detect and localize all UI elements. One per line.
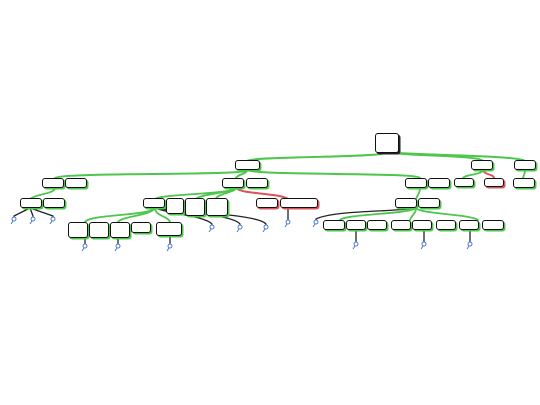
- subtopic-node[interactable]: [43, 198, 65, 208]
- pin-icon: [29, 216, 36, 225]
- green-connector: [154, 207, 171, 223]
- green-connector: [117, 207, 156, 223]
- leaf-node[interactable]: [482, 220, 504, 230]
- green-connector: [462, 169, 484, 179]
- branch-node[interactable]: [471, 160, 493, 170]
- leaf-node[interactable]: [367, 220, 387, 230]
- topic-node[interactable]: [428, 178, 450, 188]
- subtopic-node[interactable]: [143, 198, 165, 208]
- green-connector: [339, 207, 417, 221]
- pin-icon: [81, 243, 88, 252]
- pin-icon: [284, 219, 291, 228]
- topic-node[interactable]: [454, 178, 474, 187]
- topic-node[interactable]: [484, 178, 504, 187]
- pin-icon: [466, 241, 473, 250]
- connector-lines: [13, 151, 526, 244]
- topic-node[interactable]: [65, 178, 87, 188]
- leaf-node[interactable]: [412, 220, 432, 230]
- black-connector: [13, 207, 31, 217]
- green-connector: [29, 187, 56, 200]
- pin-icon: [114, 243, 121, 252]
- green-connector: [215, 187, 237, 200]
- green-connector: [415, 207, 479, 221]
- pin-icon: [10, 216, 17, 225]
- subtopic-node[interactable]: [418, 198, 440, 208]
- topic-node[interactable]: [222, 178, 244, 188]
- leaf-node[interactable]: [68, 222, 88, 238]
- pin-icon: [312, 219, 319, 228]
- leaf-node[interactable]: [89, 222, 109, 238]
- leaf-node[interactable]: [346, 220, 366, 230]
- pin-icon: [352, 241, 359, 250]
- green-connector: [246, 151, 388, 162]
- pin-icon: [166, 243, 173, 252]
- red-connector: [482, 169, 495, 179]
- subtopic-node[interactable]: [185, 198, 205, 216]
- topic-node[interactable]: [42, 178, 64, 188]
- pin-icon: [208, 224, 215, 233]
- leaf-node[interactable]: [131, 222, 151, 233]
- subtopic-node[interactable]: [20, 198, 42, 208]
- black-connector: [29, 207, 54, 217]
- subtopic-node[interactable]: [256, 198, 278, 208]
- green-connector: [522, 169, 526, 179]
- branch-node[interactable]: [235, 160, 260, 170]
- green-connector: [54, 169, 248, 179]
- leaf-node[interactable]: [156, 222, 182, 236]
- leaf-node[interactable]: [436, 220, 456, 230]
- green-connector: [415, 187, 421, 200]
- leaf-node[interactable]: [323, 220, 345, 230]
- pin-icon: [420, 241, 427, 250]
- pin-icon: [236, 224, 243, 233]
- subtopic-node[interactable]: [206, 198, 228, 216]
- leaf-node[interactable]: [391, 220, 411, 230]
- branch-node[interactable]: [514, 160, 536, 170]
- leaf-node[interactable]: [110, 222, 130, 238]
- green-connector: [246, 169, 421, 179]
- leaf-node[interactable]: [459, 220, 479, 230]
- topic-node[interactable]: [405, 178, 427, 188]
- root-node[interactable]: [375, 133, 399, 153]
- topic-node[interactable]: [246, 178, 268, 188]
- subtopic-node[interactable]: [280, 198, 318, 208]
- pin-icon: [49, 216, 56, 225]
- pin-markers: [10, 216, 473, 252]
- topic-node[interactable]: [513, 178, 535, 188]
- black-connector: [29, 207, 34, 217]
- red-connector: [235, 187, 289, 200]
- green-connector: [409, 207, 417, 221]
- subtopic-node[interactable]: [166, 198, 184, 214]
- pin-icon: [262, 224, 269, 233]
- black-connector: [315, 207, 417, 220]
- subtopic-node[interactable]: [395, 198, 417, 208]
